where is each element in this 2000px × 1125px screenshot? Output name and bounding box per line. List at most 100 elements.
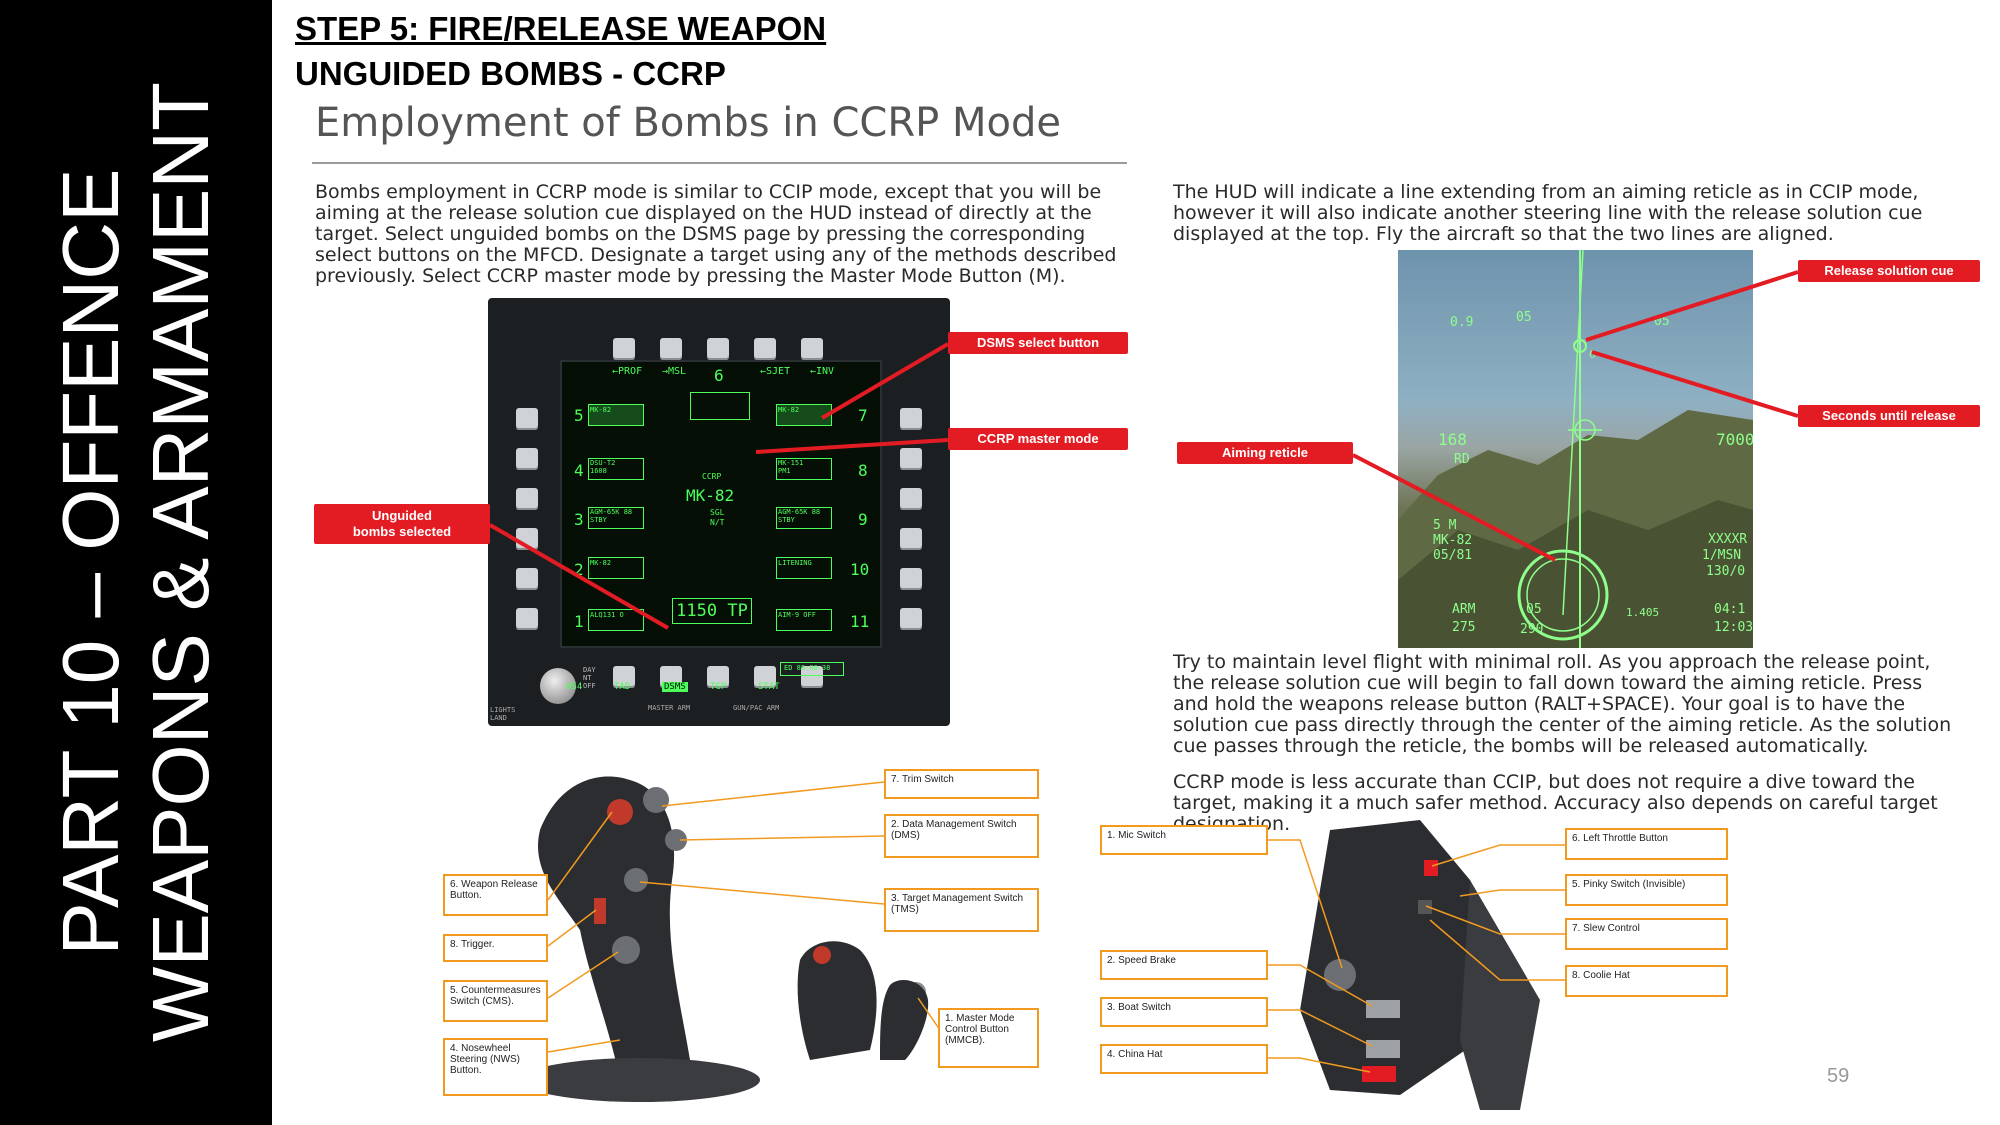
mfcd-panel: DAY NT OFF LIGHTS LAND MASTER ARM GUN/PA… [488,298,950,726]
hud-slant-range: 1.405 [1626,606,1660,619]
hud-heading-bottom: 290 [1520,622,1544,637]
dsms-bottom-right-box-label: ED 88-88-38 [784,664,831,672]
mfcd-osb-left-4[interactable] [516,528,538,550]
mfcd-osb-left-3[interactable] [516,488,538,510]
station-9-store-label: AGM-65K 88 STBY [778,508,821,524]
stick-rear-view [880,980,929,1060]
station-5-store[interactable] [588,404,644,426]
mfcd-osb-right-2[interactable] [900,448,922,470]
mfcd-osb-top-5[interactable] [801,338,823,360]
label-master-mode-control-button: 1. Master Mode Control Button (MMCB). [938,1008,1039,1068]
hud-release-line [1562,250,1584,616]
paragraph-ccrp-intro: Bombs employment in CCRP mode is similar… [315,181,1117,287]
mfcd-lights-land-label: LIGHTS LAND [490,706,516,722]
mfcd-osb-bottom-4[interactable] [754,666,776,688]
dsms-bottom-right-box [780,662,844,676]
title-divider [312,162,1127,164]
stick-side-view [797,941,877,1060]
tms-switch-icon [624,868,648,892]
label-coolie-hat: 8. Coolie Hat [1565,965,1728,997]
station-2-store-label: MK-82 [590,559,612,567]
label-mic-switch: 1. Mic Switch [1100,825,1268,855]
station-4-number: 4 [574,461,584,480]
mfcd-osb-top-2[interactable] [660,338,682,360]
callout-release-solution-cue: Release solution cue [1798,260,1980,282]
dsms-top-label-prof: ←PROF [612,366,643,377]
trim-switch-icon [643,787,669,813]
leader-trim [661,781,885,807]
trigger-icon [594,898,606,924]
mfcd-osb-right-5[interactable] [900,568,922,590]
callout-unguided-line2: bombs selected [352,524,452,539]
leader-tms [639,881,885,905]
hud-steerpoint: XXXXR [1708,532,1748,547]
mfcd-osb-bottom-1[interactable] [613,666,635,688]
paragraph-release-procedure: Try to maintain level flight with minima… [1173,651,1952,757]
station-10-store[interactable] [776,557,832,579]
station-10-store-label: LITENING [778,559,812,567]
dsms-selected-weapon: MK-82 [686,486,735,505]
paragraph-hud-lines: The HUD will indicate a line extending f… [1173,181,1923,245]
dsms-bottom-label-ws4: WS4 [566,682,583,692]
dsms-bottom-label-tgp: TGP [710,682,727,692]
chapter-title-line1: PART 10 – OFFENCE [46,168,135,956]
dsms-top-label-page: 6 [714,366,724,385]
mfcd-osb-right-3[interactable] [900,488,922,510]
label-china-hat: 4. China Hat [1100,1044,1268,1074]
dsms-top-label-msl: →MSL [662,366,687,377]
label-slew-control: 7. Slew Control [1565,918,1728,950]
mfcd-osb-left-5[interactable] [516,568,538,590]
station-10-number: 10 [850,560,870,579]
stick-side-button-icon [813,946,831,964]
hud-altitude: 7000 [1716,430,1753,449]
mfcd-osb-right-4[interactable] [900,528,922,550]
leader-coolie [1429,919,1565,981]
cms-switch-icon [612,936,640,964]
mfcd-osb-right-1[interactable] [900,408,922,430]
mfcd-osb-bottom-3[interactable] [707,666,729,688]
dsms-fuze-mode: N/T [710,518,725,527]
label-left-throttle-button: 6. Left Throttle Button [1565,828,1728,860]
hud-arm-status: ARM [1452,602,1476,617]
master-mode-button-icon [906,982,926,1002]
callout-aiming-reticle: Aiming reticle [1177,442,1353,464]
hud-stores-count: 5 M [1433,518,1457,533]
chapter-title: PART 10 – OFFENCE WEAPONS & ARMAMENT [46,12,226,1112]
leader-boat [1268,1009,1373,1047]
hud-cue-seconds: 6 [1589,348,1596,361]
mfcd-brightness-knob[interactable] [540,668,576,704]
mfcd-osb-top-3[interactable] [707,338,729,360]
callout-ccrp-master-mode: CCRP master mode [948,428,1128,450]
station-8-number: 8 [858,461,868,480]
mfcd-osb-left-2[interactable] [516,448,538,470]
hud-aiming-reticle [1517,549,1609,641]
station-9-store[interactable] [776,507,832,529]
label-nosewheel-steering: 4. Nosewheel Steering (NWS) Button. [443,1038,548,1096]
mfcd-osb-top-1[interactable] [613,338,635,360]
dsms-bottom-label-dsms: DSMS [662,682,688,692]
mfcd-osb-left-1[interactable] [516,408,538,430]
mfcd-osb-right-6[interactable] [900,608,922,630]
leader-cms [547,951,619,999]
leader-mmcb [917,997,941,1031]
mfcd-dsms-screen: ←PROF →MSL 6 ←SJET ←INV 5 MK-82 4 DSU-T2… [560,360,882,692]
station-3-number: 3 [574,510,584,529]
leader-left-throttle [1431,844,1565,867]
mfcd-osb-bottom-5[interactable] [801,666,823,688]
throttle-illustration [1300,820,1540,1110]
step-subheading: UNGUIDED BOMBS - CCRP [295,55,726,92]
label-target-management-switch: 3. Target Management Switch (TMS) [884,888,1039,932]
station-8-store[interactable] [776,458,832,480]
hud-release-info: 05/81 [1433,548,1473,563]
leader-dms [679,835,885,841]
mfcd-osb-left-6[interactable] [516,608,538,630]
mfcd-osb-top-4[interactable] [754,338,776,360]
stick-leaders [547,781,941,1053]
station-8-store-label: MK-151 PM1 [778,459,804,475]
station-11-store[interactable] [776,609,832,631]
hud-heading-tick-right: 05 [1654,314,1670,329]
dsms-top-label-sjet: ←SJET [760,366,791,377]
station-4-store[interactable] [588,458,644,480]
dsms-quantity-box: 1150 TP [672,598,752,624]
hud-range: 275 [1452,620,1476,635]
